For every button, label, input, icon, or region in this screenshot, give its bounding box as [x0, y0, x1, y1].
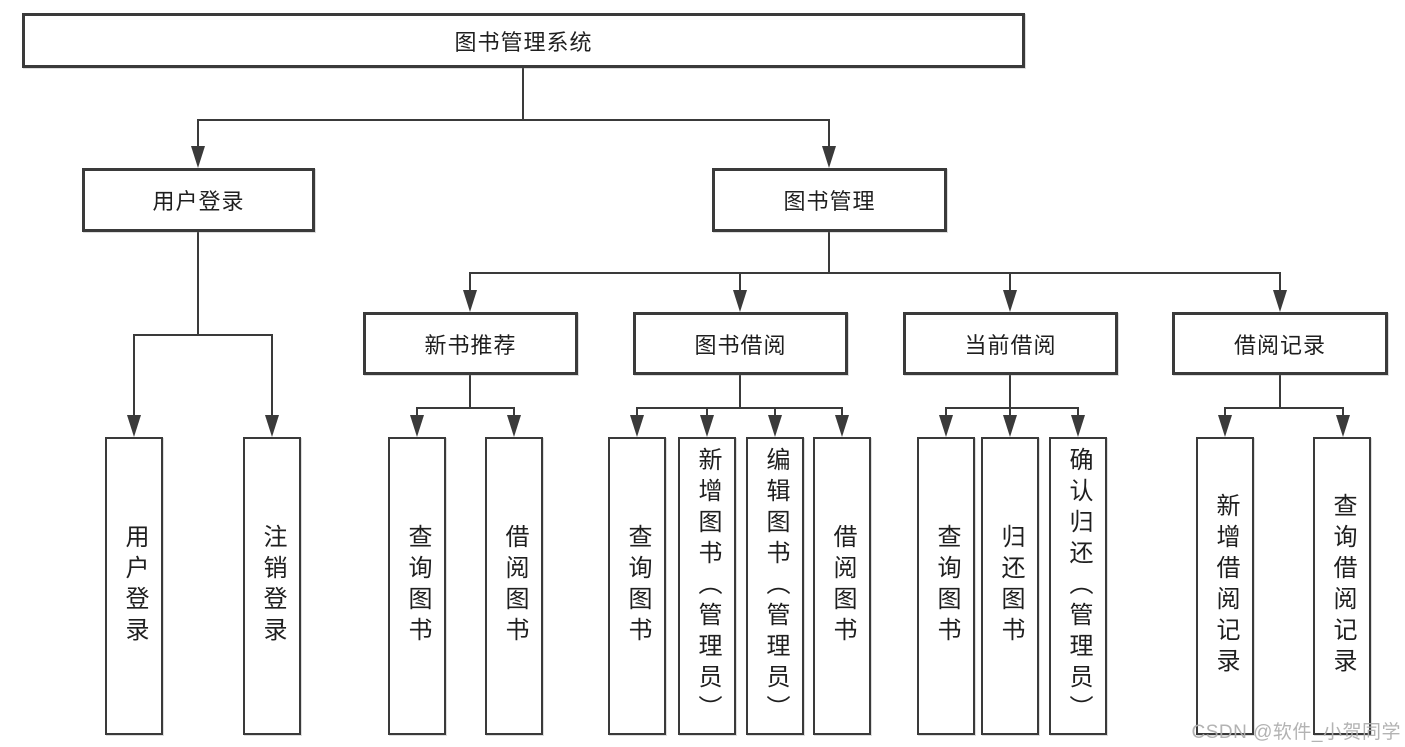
- node-current-borrow: 当前借阅: [903, 312, 1118, 375]
- leaf-confirm-return-admin: 确认归还（管理员）: [1049, 437, 1107, 735]
- leaf-borrow-books-recommend: 借阅图书: [485, 437, 543, 735]
- node-borrow-records: 借阅记录: [1172, 312, 1388, 375]
- csdn-watermark: CSDN @软件_小贺同学: [1191, 722, 1401, 743]
- leaf-edit-books-admin: 编辑图书（管理员）: [746, 437, 804, 735]
- leaf-query-books-current: 查询图书: [917, 437, 975, 735]
- leaf-query-books-borrow: 查询图书: [608, 437, 666, 735]
- node-book-borrow: 图书借阅: [633, 312, 848, 375]
- node-book-management: 图书管理: [712, 168, 947, 232]
- leaf-query-borrow-record: 查询借阅记录: [1313, 437, 1371, 735]
- leaf-user-login: 用户登录: [105, 437, 163, 735]
- leaf-borrow-books: 借阅图书: [813, 437, 871, 735]
- leaf-add-borrow-record: 新增借阅记录: [1196, 437, 1254, 735]
- leaf-query-books-recommend: 查询图书: [388, 437, 446, 735]
- leaf-logout: 注销登录: [243, 437, 301, 735]
- node-new-book-recommend: 新书推荐: [363, 312, 578, 375]
- leaf-return-books: 归还图书: [981, 437, 1039, 735]
- node-root: 图书管理系统: [22, 13, 1025, 68]
- leaf-add-books-admin: 新增图书（管理员）: [678, 437, 736, 735]
- node-user-login: 用户登录: [82, 168, 315, 232]
